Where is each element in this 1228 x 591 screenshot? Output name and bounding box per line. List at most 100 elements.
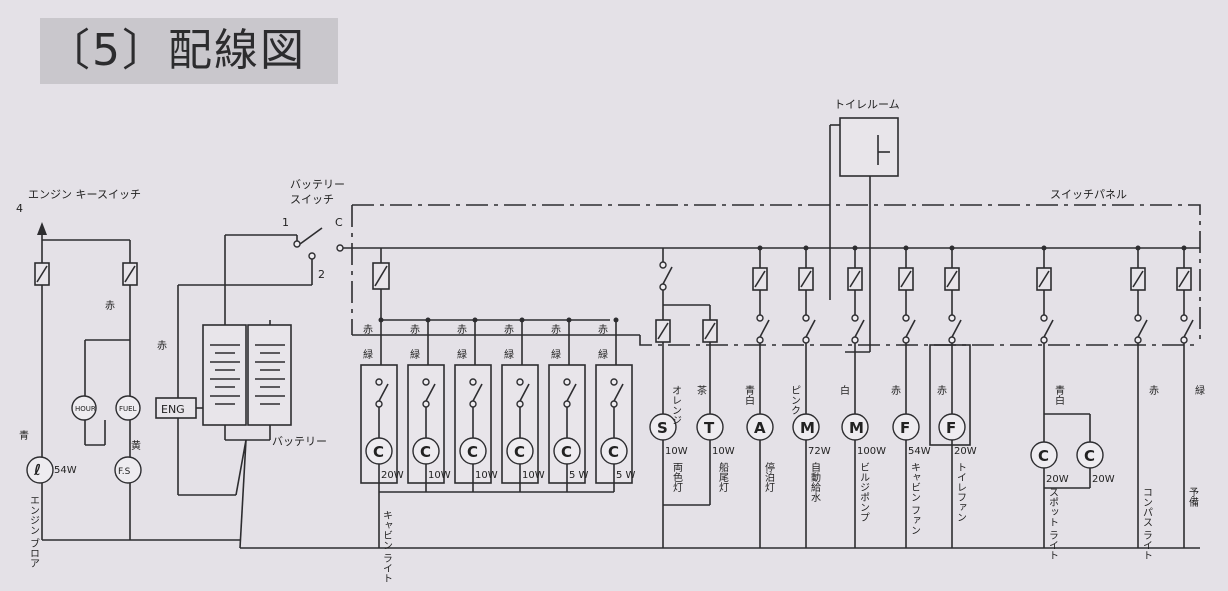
right-load-group: S10WオレンジT10W茶両色灯船尾灯青白A停泊灯ピンクM72W自動給水白M10…: [649, 245, 1205, 560]
junction-dot: [472, 317, 478, 323]
junction-dot: [378, 317, 384, 323]
load-name: 船尾灯: [717, 461, 729, 493]
load-symbol: F: [900, 419, 910, 437]
switch-blade: [905, 319, 916, 338]
battery-label: バッテリー: [272, 435, 327, 448]
blower-watts: 54W: [54, 465, 77, 476]
load-symbol: F: [946, 419, 956, 437]
switch-blade: [662, 266, 673, 285]
switch-terminal-1: [293, 240, 301, 248]
switch-contact: [469, 378, 477, 386]
battery-switch-label: バッテリー: [290, 178, 345, 191]
switch-blade: [378, 383, 389, 402]
load-symbol: C: [1038, 447, 1049, 465]
load-watts: 5 W: [616, 470, 636, 481]
switch-blade: [425, 383, 436, 402]
load-symbol: C: [1084, 447, 1095, 465]
switch-contact: [610, 378, 618, 386]
load-symbol: C: [373, 443, 384, 461]
load-name: 自動給水: [809, 461, 821, 502]
eng-label: ENG: [161, 403, 185, 416]
switch-blade: [613, 383, 624, 402]
battery-cell-2: [247, 324, 292, 426]
switch-contact: [902, 336, 910, 344]
wire-color-label: 赤: [155, 340, 167, 350]
wire-color-label: ピンク: [789, 385, 800, 415]
load-watts: 20W: [954, 446, 977, 457]
switch-contact: [659, 261, 667, 269]
wire-color-label: 赤: [103, 300, 115, 310]
wire-color-label: 赤: [504, 324, 514, 336]
load-watts: 10W: [665, 446, 688, 457]
load-symbol: A: [754, 419, 766, 437]
switch-contact: [756, 336, 764, 344]
switch-contact: [802, 336, 810, 344]
wire-color-label: 赤: [889, 385, 901, 395]
switch-terminal-2: [308, 252, 316, 260]
blower-name: エンジン ブロア: [28, 495, 40, 568]
load-name: コンパス ライト: [1141, 487, 1153, 560]
switch-contact: [851, 314, 859, 322]
switch-contact: [422, 400, 430, 408]
wire-color-label: オレンジ: [670, 385, 681, 425]
switch-blade: [1183, 319, 1194, 338]
load-watts: 10W: [475, 470, 498, 481]
wire-color-label: 茶: [695, 384, 707, 395]
switch-blade: [759, 319, 770, 338]
switch-contact: [1134, 336, 1142, 344]
switch-contact: [375, 378, 383, 386]
pos-c-label: C: [335, 216, 343, 229]
blower-fan-icon: [26, 456, 54, 484]
toilet-room-box: [839, 117, 899, 177]
wire-color-label: 青: [17, 429, 29, 441]
wire-color-label: 赤: [935, 385, 947, 395]
switch-contact: [802, 314, 810, 322]
wire-color-label: 緑: [457, 348, 467, 361]
fs-label: F.S: [118, 467, 131, 477]
wire-color-label: 赤: [1147, 385, 1159, 395]
switch-contact: [1180, 314, 1188, 322]
switch-blade: [519, 383, 530, 402]
load-name: キャビン ファン: [909, 462, 920, 535]
switch-panel-label: スイッチパネル: [1050, 188, 1127, 201]
wire-color-label: 青白: [743, 384, 755, 405]
fan-symbol: ℓ: [33, 461, 41, 479]
junction-dot: [803, 245, 809, 251]
toilet-room-label: トイレルーム: [834, 98, 900, 111]
page-title: 〔5〕配線図: [46, 25, 306, 76]
wire-color-label: 黄: [129, 439, 141, 451]
switch-contact: [756, 314, 764, 322]
switch-contact: [610, 400, 618, 408]
junction-dot: [757, 245, 763, 251]
hour-label: HOUR: [75, 405, 96, 413]
switch-contact: [563, 400, 571, 408]
load-name: 停泊灯: [763, 461, 775, 493]
switch-contact: [1180, 336, 1188, 344]
wire-color-label: 赤: [410, 324, 420, 336]
fuel-label: FUEL: [119, 405, 137, 413]
key-switch-mark: 4: [16, 202, 23, 215]
load-symbol: M: [800, 419, 815, 437]
switch-blade: [1137, 319, 1148, 338]
load-symbol: C: [561, 443, 572, 461]
wire-color-label: 赤: [457, 324, 467, 336]
switch-panel-boundary: [351, 204, 1201, 346]
load-watts: 5 W: [569, 470, 589, 481]
load-watts: 72W: [808, 446, 831, 457]
junction-dot: [613, 317, 619, 323]
load-watts: 20W: [381, 470, 404, 481]
wire-color-label: 緑: [551, 348, 561, 361]
junction-dot: [425, 317, 431, 323]
load-name: 予備: [1187, 487, 1199, 508]
switch-contact: [422, 378, 430, 386]
switch-blade: [1043, 319, 1054, 338]
junction-dot: [519, 317, 525, 323]
switch-contact: [948, 336, 956, 344]
load-watts: 10W: [712, 446, 735, 457]
engine-key-switch-label-1: エンジン キースイッチ: [28, 188, 141, 201]
wire-color-label: 緑: [410, 348, 420, 361]
wire-color-label: 緑: [598, 348, 608, 361]
